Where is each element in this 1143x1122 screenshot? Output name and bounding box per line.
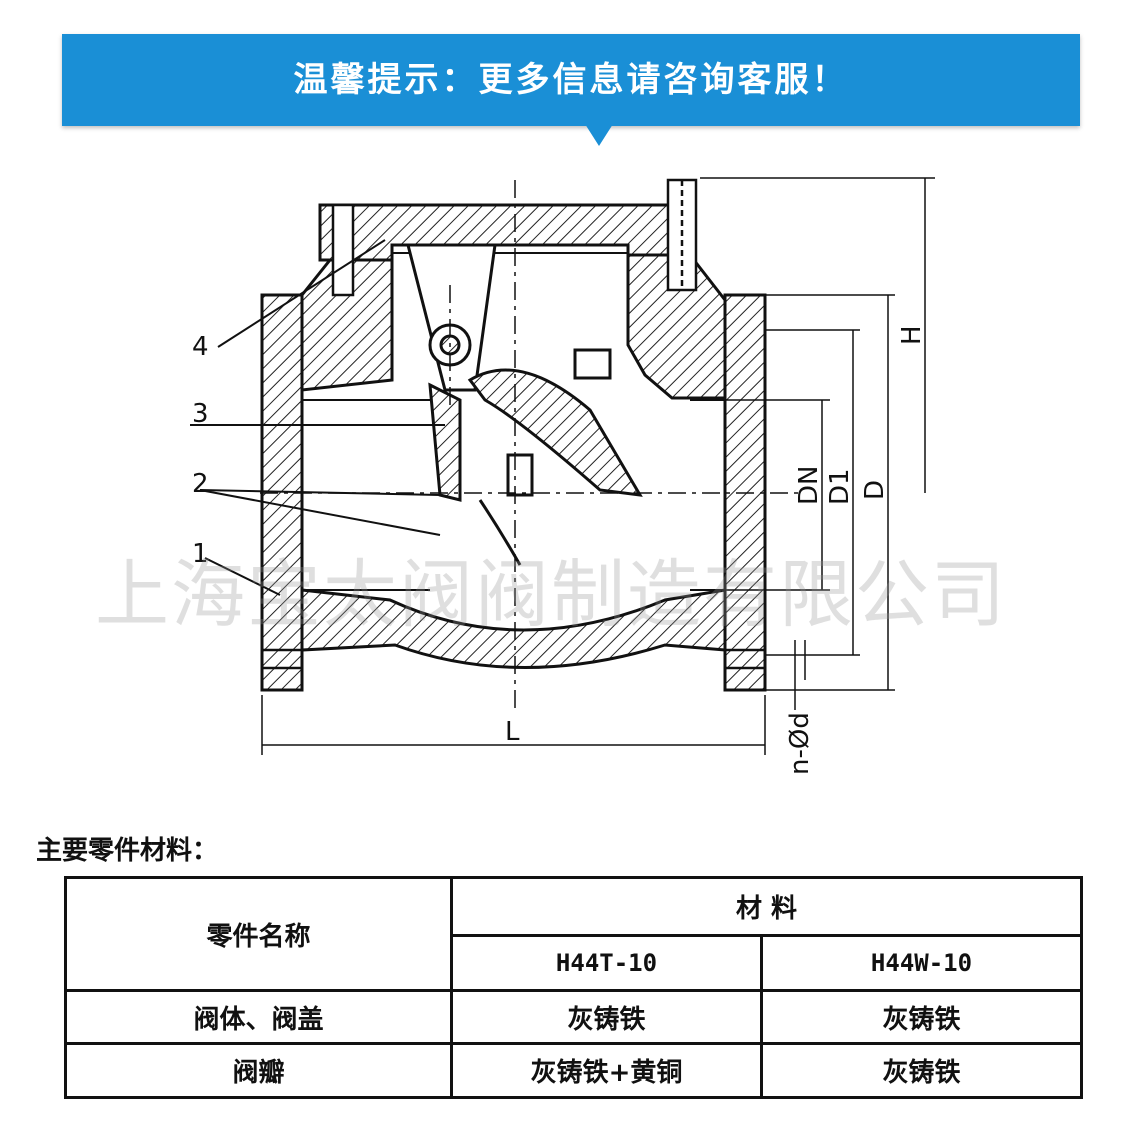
callout-3: 3 [192, 399, 209, 429]
material-h44t-cell: 灰铸铁+黄铜 [450, 1042, 763, 1099]
notice-text: 温馨提示：更多信息请咨询客服！ [293, 60, 849, 100]
header-part-name: 零件名称 [64, 876, 453, 992]
part-name-cell: 阀瓣 [64, 1042, 453, 1099]
company-watermark: 上海宝太阀阀制造有限公司 [95, 552, 1007, 638]
swing-disc-assembly [406, 243, 643, 566]
dim-d-label: D [860, 480, 890, 500]
notice-banner: 温馨提示：更多信息请咨询客服！ [62, 34, 1080, 126]
table-row: 阀瓣 灰铸铁+黄铜 灰铸铁 [64, 1042, 1083, 1099]
dim-h-label: H [897, 325, 927, 345]
material-h44t-cell: 灰铸铁 [450, 989, 763, 1045]
dim-d1-label: D1 [825, 468, 855, 505]
header-material: 材 料 [450, 876, 1083, 937]
header-model-h44t: H44T-10 [450, 934, 763, 992]
callout-2: 2 [192, 469, 209, 499]
callout-1: 1 [192, 539, 209, 569]
dim-bolt-holes-label: n-Ød [785, 712, 815, 775]
cover-bolts [260, 178, 767, 670]
dim-l-label: L [505, 717, 520, 747]
dim-dn-label: DN [794, 466, 824, 505]
material-h44w-cell: 灰铸铁 [760, 1042, 1083, 1099]
table-row: 阀体、阀盖 灰铸铁 灰铸铁 [64, 989, 1083, 1045]
valve-section-drawing: 1 2 3 4 L H D D1 DN n-Ød [190, 177, 935, 775]
part-name-cell: 阀体、阀盖 [64, 989, 453, 1045]
material-h44w-cell: 灰铸铁 [760, 989, 1083, 1045]
materials-title: 主要零件材料： [36, 836, 219, 866]
header-model-h44w: H44W-10 [760, 934, 1083, 992]
callout-4: 4 [192, 332, 209, 362]
materials-table: 零件名称 材 料 H44T-10 H44W-10 阀体、阀盖 灰铸铁 灰铸铁 阀… [64, 876, 1083, 1099]
banner-pointer [585, 124, 613, 146]
